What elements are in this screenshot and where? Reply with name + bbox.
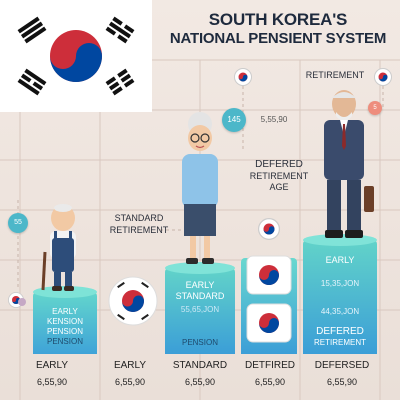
value-bubble-right: 5 (368, 101, 382, 115)
bar-early (33, 292, 97, 354)
bar-standard-label-1: EARLY (185, 280, 215, 290)
bar-deferred-label-2: 15,35,JON (320, 279, 360, 288)
axis-value-5: 6,55,90 (326, 377, 358, 387)
bar-early-label-2: KENSION (46, 317, 83, 326)
axis-label-5: DEFERSED (314, 360, 370, 371)
flag-disc-icon (108, 276, 158, 326)
bar-early-label-1: EARLY (52, 307, 78, 316)
title-line-1: SOUTH KOREA'S (208, 10, 348, 29)
bar-standard-label-3: 55,65,JON (180, 305, 220, 314)
south-korea-flag (0, 0, 152, 112)
axis-label-3: STANDARD (172, 360, 228, 371)
bar-deferred-label-5: RETIREMENT (314, 338, 366, 347)
bar-deferred-label-4: DEFERED (316, 326, 364, 337)
deferred-age-label-1: DEFERED (255, 159, 303, 170)
axis-value-3: 6,55,90 (184, 377, 216, 387)
elderly-man-cane-figure (41, 204, 76, 291)
axis-value-1: 6,55,90 (36, 377, 68, 387)
bar-deferred (303, 240, 377, 354)
deferred-age-label-2: RETIREMENT (249, 171, 309, 181)
standard-retirement-label-1: STANDARD (114, 213, 164, 223)
bar-standard-label-2: STANDARD (175, 291, 225, 301)
bar-deferred-label-3: 44,35,JON (320, 307, 360, 316)
value-bubble-left: 55 (8, 213, 28, 233)
bar-early-label-3: PENSION (46, 327, 83, 336)
axis-value-2: 6,55,90 (114, 377, 146, 387)
bar-deferred-label-1: EARLY (325, 255, 355, 265)
deferred-age-label-3: AGE (269, 182, 289, 192)
bar-early-top (33, 286, 97, 298)
bar-early-label-4: PENSION (46, 337, 83, 346)
axis-label-4: DETFIRED (245, 360, 295, 371)
bar-standard-label-4: PENSION (181, 338, 218, 347)
bar-standard (165, 268, 235, 354)
value-bubble-mid: 145 (222, 108, 246, 132)
elderly-woman-figure (182, 112, 218, 264)
flag-badge-icon (234, 68, 252, 86)
value-mid-label: 5,55,90 (260, 115, 288, 124)
retirement-top-label: RETIREMENT (305, 70, 365, 80)
flag-card-icon (246, 255, 292, 295)
axis-value-4: 6,55,90 (254, 377, 286, 387)
elderly-man-suit-figure (324, 90, 374, 238)
flag-card-icon (246, 303, 292, 343)
bar-standard-top (165, 262, 235, 274)
flag-badge-icon (258, 218, 280, 240)
axis-label-1: EARLY (35, 360, 69, 371)
dot-marker (18, 298, 26, 306)
standard-retirement-label-2: RETIREMENT (109, 225, 169, 235)
axis-label-2: EARLY (113, 360, 147, 371)
flag-badge-icon (374, 68, 392, 86)
title-line-2: NATIONAL PENSIENT SYSTEM (169, 30, 387, 47)
